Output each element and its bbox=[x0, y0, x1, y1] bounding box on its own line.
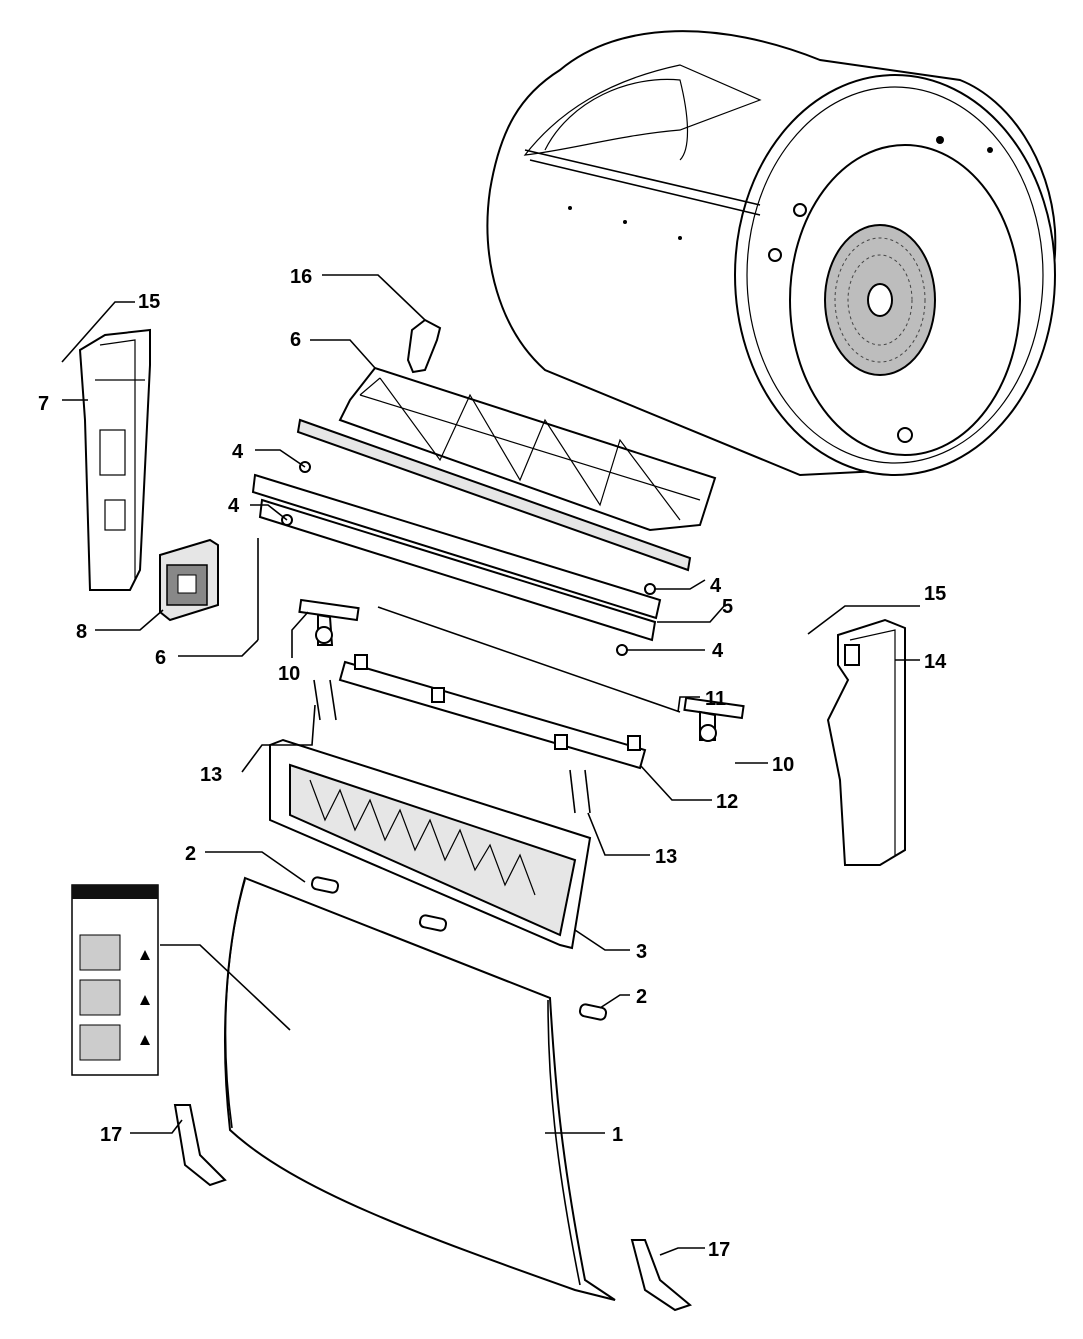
callout-7: 7 bbox=[38, 393, 49, 415]
pins bbox=[310, 876, 608, 1021]
callout-15-right: 15 bbox=[924, 583, 946, 605]
spring-clips-right bbox=[569, 769, 591, 814]
drum-rear-filter bbox=[824, 224, 936, 376]
callout-6-top: 6 bbox=[290, 329, 301, 351]
callout-12: 12 bbox=[716, 791, 738, 813]
callout-2-left: 2 bbox=[185, 843, 196, 865]
front-panel bbox=[224, 876, 616, 1301]
callout-labels: 15 7 16 6 4 4 8 6 10 4 5 4 15 14 11 10 1… bbox=[38, 266, 947, 1261]
callout-16: 16 bbox=[290, 266, 312, 288]
callout-4-b: 4 bbox=[228, 495, 240, 517]
leader-lines bbox=[61, 274, 920, 1256]
callout-4-c: 4 bbox=[710, 575, 722, 597]
callout-17-right: 17 bbox=[708, 1239, 730, 1261]
long-rod bbox=[377, 606, 681, 713]
door-switch bbox=[159, 538, 219, 622]
callout-14: 14 bbox=[924, 651, 947, 673]
callout-17-left: 17 bbox=[100, 1124, 122, 1146]
warning-label bbox=[71, 884, 159, 1076]
callout-4-a: 4 bbox=[232, 441, 244, 463]
callout-10-left: 10 bbox=[278, 663, 300, 685]
right-front-bracket bbox=[826, 618, 906, 866]
foot-left bbox=[173, 1104, 227, 1187]
callout-1: 1 bbox=[612, 1124, 623, 1146]
callout-8: 8 bbox=[76, 621, 87, 643]
callout-11: 11 bbox=[705, 688, 726, 710]
hinge-left bbox=[298, 598, 360, 646]
callout-3: 3 bbox=[636, 941, 647, 963]
callout-4-d: 4 bbox=[712, 640, 724, 662]
top-clip bbox=[406, 318, 442, 374]
top-frame-truss bbox=[338, 366, 717, 532]
left-front-bracket bbox=[78, 328, 151, 591]
spring-clips-left bbox=[313, 679, 337, 721]
callout-13-left: 13 bbox=[200, 764, 222, 786]
grille-assembly bbox=[269, 738, 592, 950]
foot-right bbox=[630, 1239, 693, 1312]
rail-strips bbox=[251, 418, 692, 642]
callout-13-right: 13 bbox=[655, 846, 677, 868]
drum-assembly bbox=[486, 30, 1057, 477]
callout-10-right: 10 bbox=[772, 754, 794, 776]
callout-5: 5 bbox=[722, 596, 733, 618]
callout-6-rod: 6 bbox=[155, 647, 166, 669]
latch-strip bbox=[338, 654, 647, 770]
callout-2-right: 2 bbox=[636, 986, 647, 1008]
callout-15-left: 15 bbox=[138, 291, 160, 313]
hinge-right bbox=[683, 696, 745, 742]
